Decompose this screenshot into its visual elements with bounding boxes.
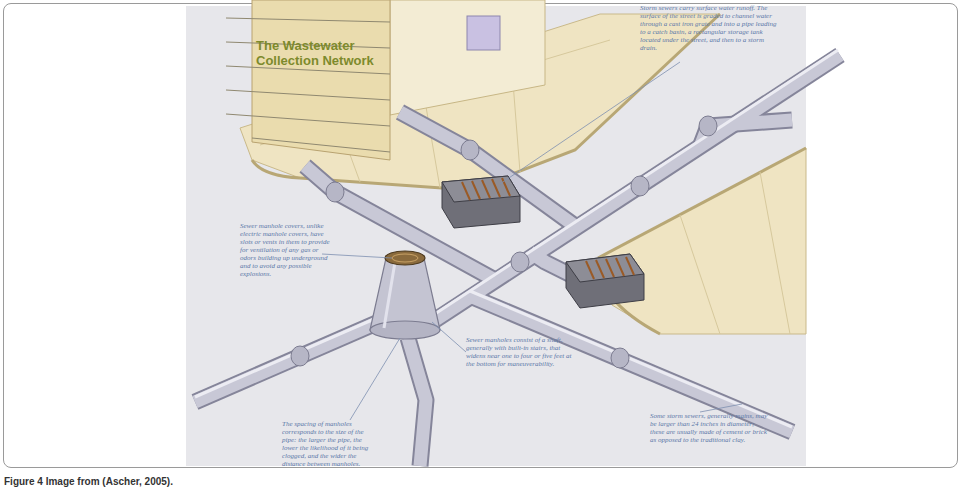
callout-note: Sewer manholes consist of a shaft, gener…: [466, 336, 578, 368]
manhole-shaft: [370, 251, 440, 339]
callout-note: Storm sewers carry surface water runoff.…: [640, 4, 778, 52]
building-front: [252, 0, 390, 160]
sidewalk: [598, 148, 806, 334]
building-courses: [226, 18, 390, 152]
sewer-pipe: [195, 55, 840, 466]
figure-title: The Wastewater Collection Network: [256, 38, 386, 68]
pipe-collar: [291, 116, 717, 368]
catch-basin: [566, 254, 644, 308]
leader-line: [322, 62, 742, 420]
callout-note: Sewer manhole covers, unlike electric ma…: [240, 222, 332, 278]
pipe-highlight: [195, 50, 838, 427]
figure-caption: Figure 4 Image from (Ascher, 2005).: [4, 476, 904, 488]
building-side-wall: [390, 0, 545, 115]
callout-note: Some storm sewers, generally mains, may …: [650, 412, 768, 444]
catch-basin: [442, 176, 520, 228]
pipe-casing: [195, 55, 840, 466]
callout-note: The spacing of manholes corresponds to t…: [282, 420, 378, 468]
building-window: [467, 16, 500, 50]
curb-corner: [252, 160, 300, 178]
sidewalk-joints: [680, 172, 790, 334]
